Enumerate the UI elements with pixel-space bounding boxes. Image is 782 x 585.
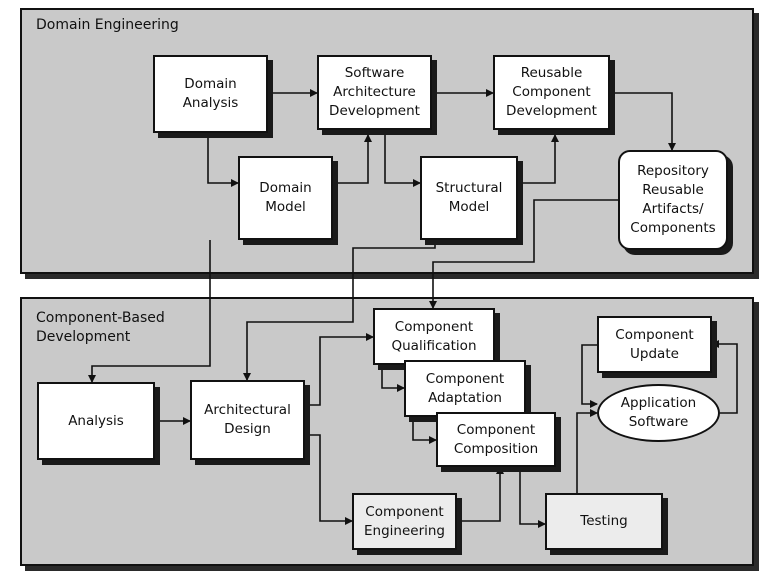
component-update-box: Component Update <box>597 316 712 373</box>
edge-engineering-to-composition <box>457 466 504 522</box>
edge-structural-model-to-rcd <box>518 134 559 184</box>
edge-domain-analysis-to-domain-model <box>207 133 239 187</box>
edge-adaptation-to-composition <box>412 417 437 444</box>
edge-qualification-to-adaptation <box>381 365 405 392</box>
domain-analysis-box: Domain Analysis <box>153 55 268 133</box>
application-software-ellipse: Application Software <box>597 384 720 442</box>
edge-application-to-update <box>711 340 738 414</box>
edge-domain-model-to-sad <box>333 134 372 184</box>
edge-structural-model-to-arch-design <box>243 240 436 381</box>
architectural-design-box: Architectural Design <box>190 380 305 460</box>
edge-arch-design-to-qualification <box>305 333 374 406</box>
edge-repository-to-qualification <box>429 199 618 309</box>
edge-testing-to-application <box>576 409 598 493</box>
component-engineering-box: Component Engineering <box>352 493 457 550</box>
software-architecture-development-box: Software Architecture Development <box>317 55 432 130</box>
reusable-component-development-box: Reusable Component Development <box>493 55 610 130</box>
edge-update-to-application <box>581 344 598 408</box>
testing-box: Testing <box>545 493 663 550</box>
edge-arch-design-to-engineering <box>305 434 353 525</box>
edge-sad-to-structural-model <box>384 130 421 187</box>
component-adaptation-box: Component Adaptation <box>404 360 526 417</box>
domain-engineering-title: Domain Engineering <box>36 17 179 33</box>
edge-composition-to-testing <box>519 467 546 528</box>
component-composition-box: Component Composition <box>436 412 556 467</box>
analysis-box: Analysis <box>37 382 155 460</box>
structural-model-box: Structural Model <box>420 156 518 240</box>
component-qualification-box: Component Qualification <box>373 308 495 365</box>
domain-model-box: Domain Model <box>238 156 333 240</box>
component-based-development-title: Component-Based Development <box>36 310 165 345</box>
edge-rcd-to-repository <box>610 92 676 151</box>
edge-domain-model-to-analysis <box>88 240 211 383</box>
repository-box: Repository Reusable Artifacts/ Component… <box>618 150 728 250</box>
